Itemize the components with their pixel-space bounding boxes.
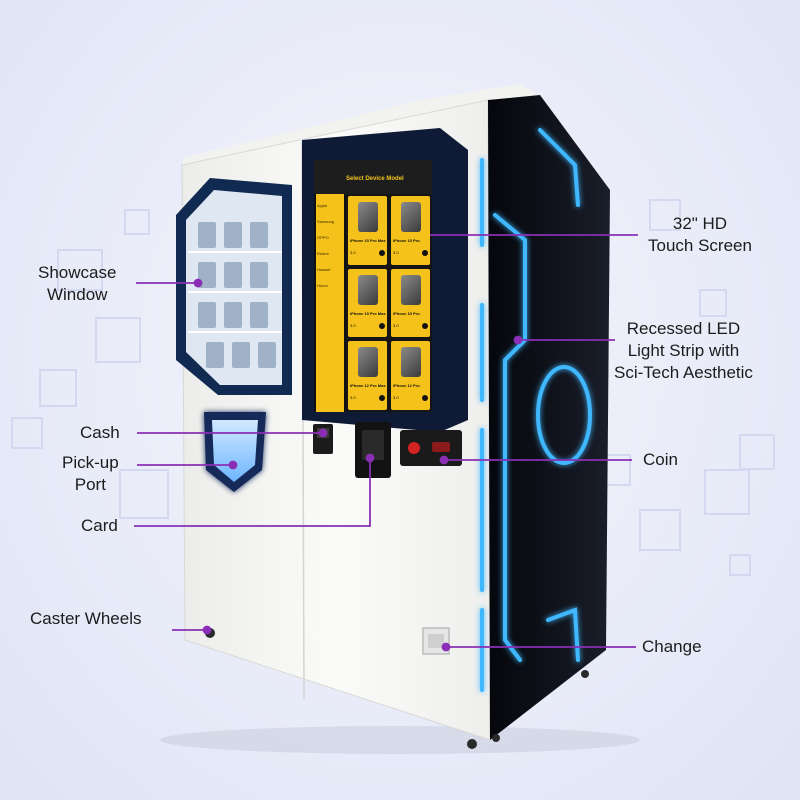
phone-image-icon: [401, 347, 421, 378]
product-card[interactable]: iPhone 15 Pro Max 3.0: [348, 268, 387, 338]
arrow-right-icon[interactable]: [422, 250, 428, 256]
arrow-right-icon[interactable]: [379, 395, 385, 402]
arrow-right-icon[interactable]: [422, 322, 428, 329]
product-card[interactable]: iPhone 15 Pro 3.0: [391, 268, 430, 338]
arrow-right-icon[interactable]: [422, 395, 428, 402]
brand-tab[interactable]: Honor: [317, 283, 328, 288]
brand-tab[interactable]: Redmi: [317, 251, 329, 256]
caster-wheels-label: Caster Wheels: [30, 609, 142, 628]
brand-tab[interactable]: Samsung: [317, 219, 334, 224]
background-decoration: [11, 199, 775, 576]
led-strip-label: Recessed LED Light Strip with Sci-Tech A…: [614, 319, 753, 382]
product-price: 3.0: [393, 250, 399, 255]
screen-header: Select Device Model: [346, 176, 404, 182]
arrow-right-icon[interactable]: [379, 322, 385, 329]
pickup-port: [204, 412, 266, 492]
product-name: iPhone 15 Pro: [393, 238, 420, 243]
brand-tab[interactable]: OPPO: [317, 235, 329, 240]
brand-tab[interactable]: Apple: [317, 203, 328, 208]
product-name: iPhone 15 Pro Max: [350, 310, 386, 316]
product-price: 3.0: [350, 395, 356, 401]
pickup-port-label: Pick-up Port: [62, 453, 119, 494]
arrow-right-icon[interactable]: [379, 250, 385, 256]
change-label: Change: [642, 637, 702, 656]
touch-screen-label: 32" HD Touch Screen: [648, 214, 752, 255]
product-name: iPhone 12 Pro Max: [350, 383, 386, 389]
showcase-window: [176, 178, 292, 395]
coin-label: Coin: [643, 450, 678, 469]
product-card[interactable]: iPhone 12 Pro Max 3.0: [348, 341, 387, 410]
product-card[interactable]: iPhone 12 Pro 3.0: [391, 341, 430, 410]
side-panel: [488, 95, 610, 740]
phone-image-icon: [358, 202, 378, 232]
showcase-window-label: Showcase Window: [38, 263, 117, 304]
product-card[interactable]: iPhone 15 Pro Max 3.0: [348, 196, 387, 265]
product-name: iPhone 15 Pro: [393, 310, 420, 316]
product-name: iPhone 12 Pro: [393, 383, 420, 389]
product-price: 3.0: [350, 250, 356, 255]
cash-label: Cash: [80, 423, 120, 442]
cabinet-top: [182, 84, 540, 168]
product-price: 3.0: [393, 322, 399, 328]
product-price: 3.0: [350, 322, 356, 328]
card-label: Card: [81, 516, 118, 535]
product-card[interactable]: iPhone 15 Pro 3.0: [391, 196, 430, 265]
brand-tab[interactable]: Huawei: [317, 267, 331, 272]
phone-image-icon: [401, 274, 421, 305]
phone-image-icon: [358, 347, 378, 378]
phone-image-icon: [401, 202, 421, 232]
product-name: iPhone 15 Pro Max: [350, 238, 386, 243]
product-price: 3.0: [393, 395, 399, 401]
phone-image-icon: [358, 274, 378, 305]
screen-brand-tabs: Apple Samsung OPPO Redmi Huawei Honor: [317, 198, 343, 294]
